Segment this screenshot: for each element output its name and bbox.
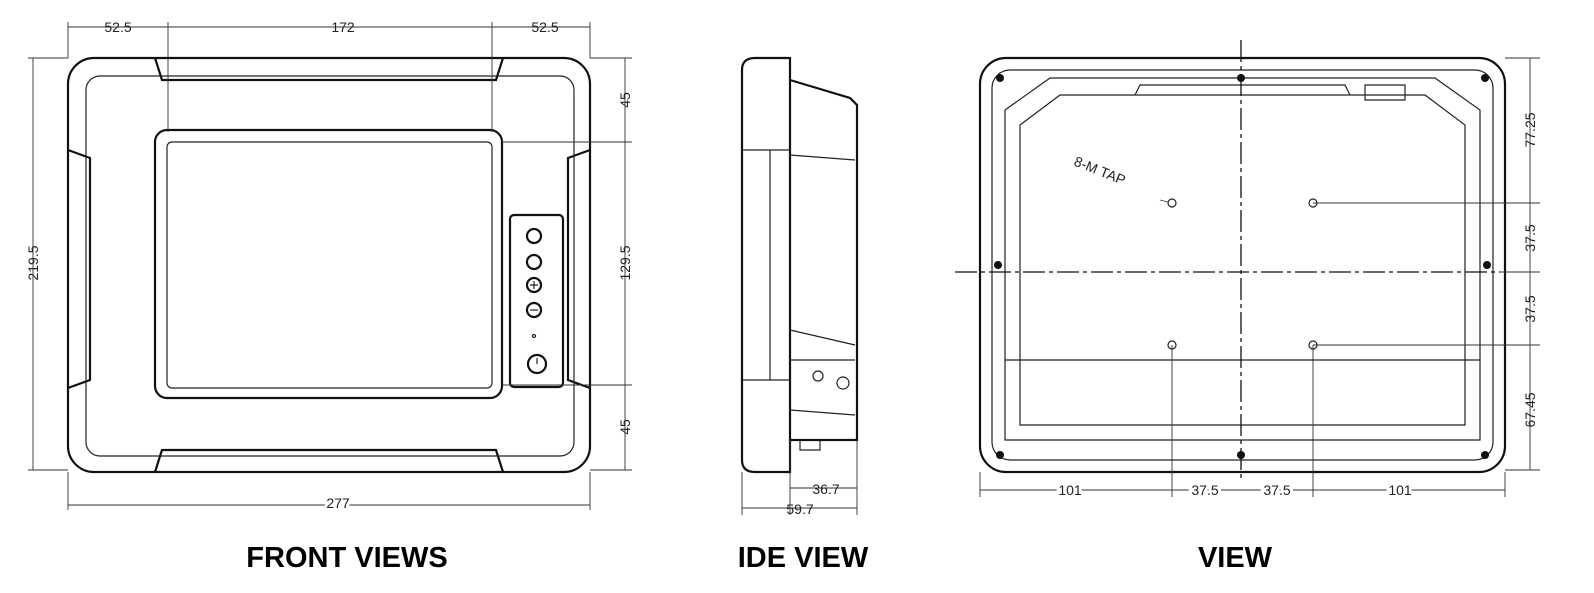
rear-view: 8-M TAP 77.25 37.5 37.5 67.45 101 37.5 3… xyxy=(955,40,1540,574)
menu-button-icon xyxy=(525,227,543,245)
dim-rear-bottom: 67.45 xyxy=(1522,392,1538,427)
tap-annotation: 8-M TAP xyxy=(1072,153,1128,188)
center-lines xyxy=(955,40,1500,482)
dim-rear-lower-mid: 37.5 xyxy=(1522,295,1538,322)
side-view: 36.7 59.7 IDE VIEW xyxy=(738,56,869,574)
dim-bottom-margin: 45 xyxy=(617,419,633,435)
control-panel xyxy=(508,213,565,389)
mounting-screws xyxy=(994,74,1491,459)
front-dimensions: 52.5 172 52.5 45 129.5 45 219.5 277 xyxy=(25,19,633,514)
dim-screen-height: 129.5 xyxy=(617,245,633,280)
front-view-title: FRONT VIEWS xyxy=(246,542,447,574)
minus-button-icon xyxy=(525,301,543,319)
dim-rear-center-left: 37.5 xyxy=(1191,482,1218,498)
select-button-icon xyxy=(525,253,543,271)
dim-rear-upper-mid: 37.5 xyxy=(1522,224,1538,251)
dim-height: 219.5 xyxy=(25,245,41,280)
led-icon xyxy=(531,333,537,339)
side-dimensions: 36.7 59.7 xyxy=(741,440,858,517)
plus-button-icon xyxy=(525,276,543,294)
dim-width: 277 xyxy=(326,495,350,511)
dim-top-margin: 45 xyxy=(617,92,633,108)
front-view: 52.5 172 52.5 45 129.5 45 219.5 277 FRON… xyxy=(25,19,633,574)
dim-total-depth: 59.7 xyxy=(786,501,813,517)
dim-body-depth: 36.7 xyxy=(812,481,839,497)
dim-screen-width: 172 xyxy=(331,19,355,35)
dim-right-margin: 52.5 xyxy=(531,19,558,35)
rear-view-title: VIEW xyxy=(1198,542,1273,574)
power-button-icon xyxy=(526,353,548,375)
dim-left-margin: 52.5 xyxy=(104,19,131,35)
rear-dimensions: 77.25 37.5 37.5 67.45 101 37.5 37.5 101 xyxy=(979,57,1540,501)
dim-rear-top: 77.25 xyxy=(1522,112,1538,147)
side-view-title: IDE VIEW xyxy=(738,542,869,574)
dim-rear-left: 101 xyxy=(1058,482,1082,498)
tap-holes xyxy=(1167,198,1318,350)
dim-rear-center-right: 37.5 xyxy=(1263,482,1290,498)
dim-rear-right: 101 xyxy=(1388,482,1412,498)
